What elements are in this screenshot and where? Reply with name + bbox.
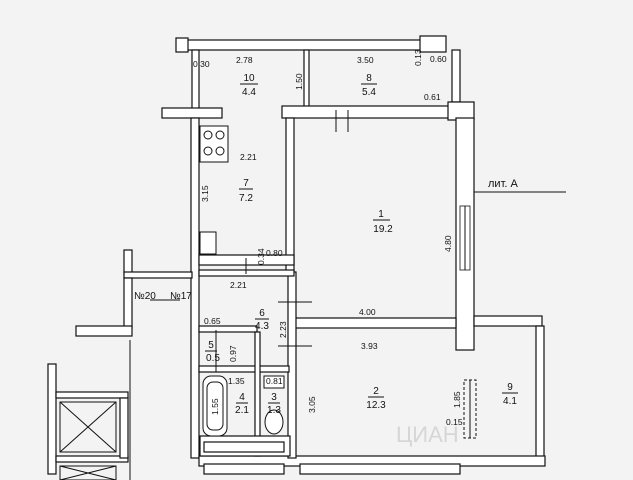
- toilet-icon: [263, 375, 285, 435]
- room-area: 4.4: [242, 87, 256, 98]
- dimension-label: 2.21: [230, 280, 247, 290]
- neighbor-label-17: №17: [170, 291, 192, 302]
- dimension-label: 1.35: [228, 376, 245, 386]
- room-number: 5: [208, 340, 214, 351]
- dimension-label: 0.61: [424, 92, 441, 102]
- dimension-label: 0.15: [446, 417, 463, 427]
- room-area: 4.3: [255, 321, 269, 332]
- dimension-label: 3.15: [200, 185, 210, 202]
- watermark-text: ЦИАН: [396, 422, 459, 447]
- dimension-label: 2.21: [240, 152, 257, 162]
- dimension-label: 3.50: [357, 55, 374, 65]
- dimension-label: 0.13: [413, 49, 423, 66]
- room-number: 6: [259, 308, 265, 319]
- room-number: 1: [378, 209, 384, 220]
- dimension-label: 0.60: [430, 54, 447, 64]
- dimension-label: 1.85: [452, 391, 462, 408]
- dimension-label: 0.30: [193, 59, 210, 69]
- stove-icon: [199, 125, 229, 163]
- walls: [161, 35, 546, 475]
- room-number: 10: [243, 73, 255, 84]
- neighbor-label-20: №20: [134, 291, 156, 302]
- room-area: 19.2: [373, 224, 393, 235]
- dimension-label: 0.80: [266, 248, 283, 258]
- room-area: 1.3: [267, 405, 281, 416]
- room-area: 0.5: [206, 353, 220, 364]
- room-number: 9: [507, 382, 513, 393]
- room-number: 4: [239, 392, 245, 403]
- dimension-label: 3.05: [307, 396, 317, 413]
- dimension-label: 1.50: [294, 73, 304, 90]
- bathtub-icon: [202, 375, 228, 437]
- room-area: 7.2: [239, 193, 253, 204]
- room-labels: 1 19.2 2 12.3 3 1.3 4 2.1 5 0.5 6 4.3 7 …: [205, 73, 518, 416]
- building-label: лит. А: [488, 178, 518, 190]
- dimension-labels: 2.78 3.50 0.30 0.13 0.60 0.61 1.50 2.21 …: [193, 49, 463, 427]
- dimension-label: 0.65: [204, 316, 221, 326]
- dimension-label: 1.55: [210, 398, 220, 415]
- dimension-label: 2.78: [236, 55, 253, 65]
- room-area: 5.4: [362, 87, 376, 98]
- dimension-label: 3.93: [361, 341, 378, 351]
- room-area: 4.1: [503, 396, 517, 407]
- dimension-label: 4.00: [359, 307, 376, 317]
- room-number: 3: [271, 392, 277, 403]
- dimension-label: 0.34: [256, 248, 266, 265]
- dimension-label: 0.81: [266, 376, 283, 386]
- room-number: 2: [373, 386, 379, 397]
- room-number: 8: [366, 73, 372, 84]
- fixtures: [199, 125, 477, 439]
- neighbor-area: [47, 249, 193, 480]
- dimension-label: 4.80: [443, 235, 453, 252]
- dimension-label: 0.97: [228, 345, 238, 362]
- dimension-label: 2.23: [278, 321, 288, 338]
- room-area: 2.1: [235, 405, 249, 416]
- room-area: 12.3: [366, 400, 386, 411]
- room-number: 7: [243, 178, 249, 189]
